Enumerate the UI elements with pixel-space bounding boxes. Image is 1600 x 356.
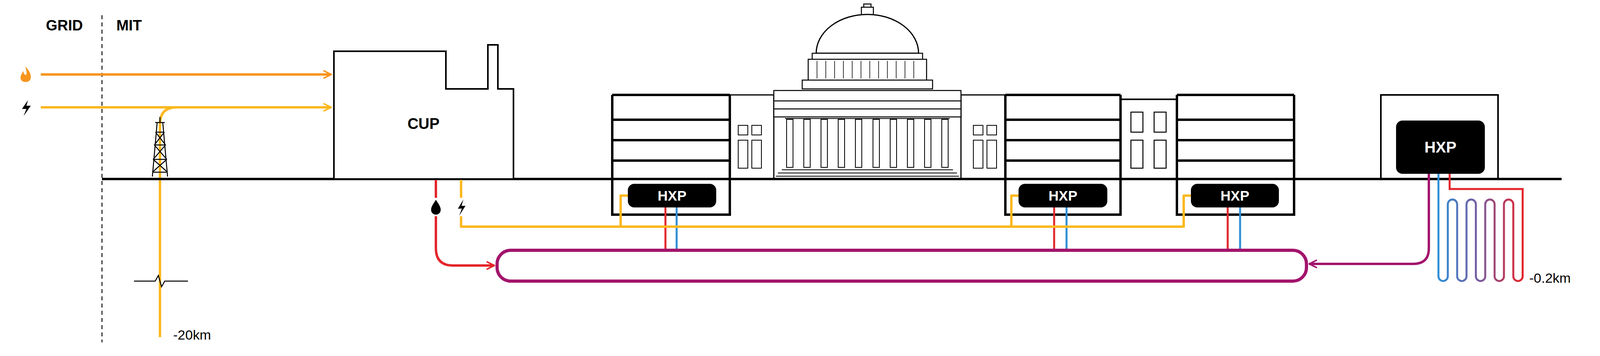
gas-supply-line <box>40 73 332 76</box>
return-pipe <box>676 207 1241 249</box>
power-line <box>461 178 628 227</box>
column-capitals <box>785 117 950 119</box>
depth-label: -0.2km <box>1528 269 1573 286</box>
heat-exchanger-box: HXP <box>1018 183 1108 208</box>
ground-line <box>101 177 1562 180</box>
derrick-symbol <box>152 116 168 177</box>
node-label: HXP <box>1220 187 1250 204</box>
node-text: HXP <box>1220 187 1250 204</box>
building-outline <box>1005 94 1121 215</box>
drum <box>802 53 933 89</box>
building-shape <box>333 44 514 179</box>
node-text: HXP <box>1424 138 1457 156</box>
break-symbol <box>133 275 188 287</box>
district-loop <box>497 249 1307 281</box>
supply-pipe <box>665 207 1228 249</box>
node-text: HXP <box>657 187 687 204</box>
dome <box>816 14 919 54</box>
geo-pipe <box>1309 173 1429 264</box>
lantern <box>861 3 874 15</box>
borehole-loops <box>1438 173 1523 281</box>
depth-label: -20km <box>171 326 212 343</box>
electric-supply-line <box>40 105 332 109</box>
heat-exchanger-box: HXP <box>1396 120 1485 174</box>
region-label: GRID <box>44 17 85 34</box>
drop-icon <box>431 199 441 215</box>
lightning-icon <box>21 99 31 116</box>
lightning-icon <box>457 199 466 216</box>
windows <box>738 125 997 168</box>
node-text: HXP <box>1048 187 1078 204</box>
entablature <box>773 90 961 117</box>
node-label: HXP <box>1048 187 1078 204</box>
node-text: CUP <box>407 115 440 133</box>
building-outline <box>612 94 730 215</box>
borehole-return <box>1449 173 1523 276</box>
steps <box>775 169 959 176</box>
power-line <box>461 178 1019 227</box>
building-outline <box>333 44 514 179</box>
drum-pilasters <box>816 60 914 79</box>
building-outline <box>1120 98 1177 100</box>
icon-ground <box>454 197 468 216</box>
node-label: CUP <box>407 115 440 133</box>
icon-ground <box>429 197 443 216</box>
plant-building: CUP <box>333 44 514 179</box>
node-label: HXP <box>1424 138 1457 156</box>
node-label: HXP <box>657 187 687 204</box>
columns <box>786 119 949 168</box>
building-outline <box>1176 94 1295 215</box>
heat-exchanger-box: HXP <box>1190 183 1279 208</box>
windows <box>1130 111 1167 168</box>
flame-icon <box>20 66 31 82</box>
building-outline <box>1380 94 1499 179</box>
region-label: MIT <box>115 17 144 34</box>
dome-building <box>729 3 1006 179</box>
power-line <box>461 178 1191 227</box>
heat-exchanger-box: HXP <box>627 183 717 208</box>
cup-pipe <box>435 178 495 266</box>
